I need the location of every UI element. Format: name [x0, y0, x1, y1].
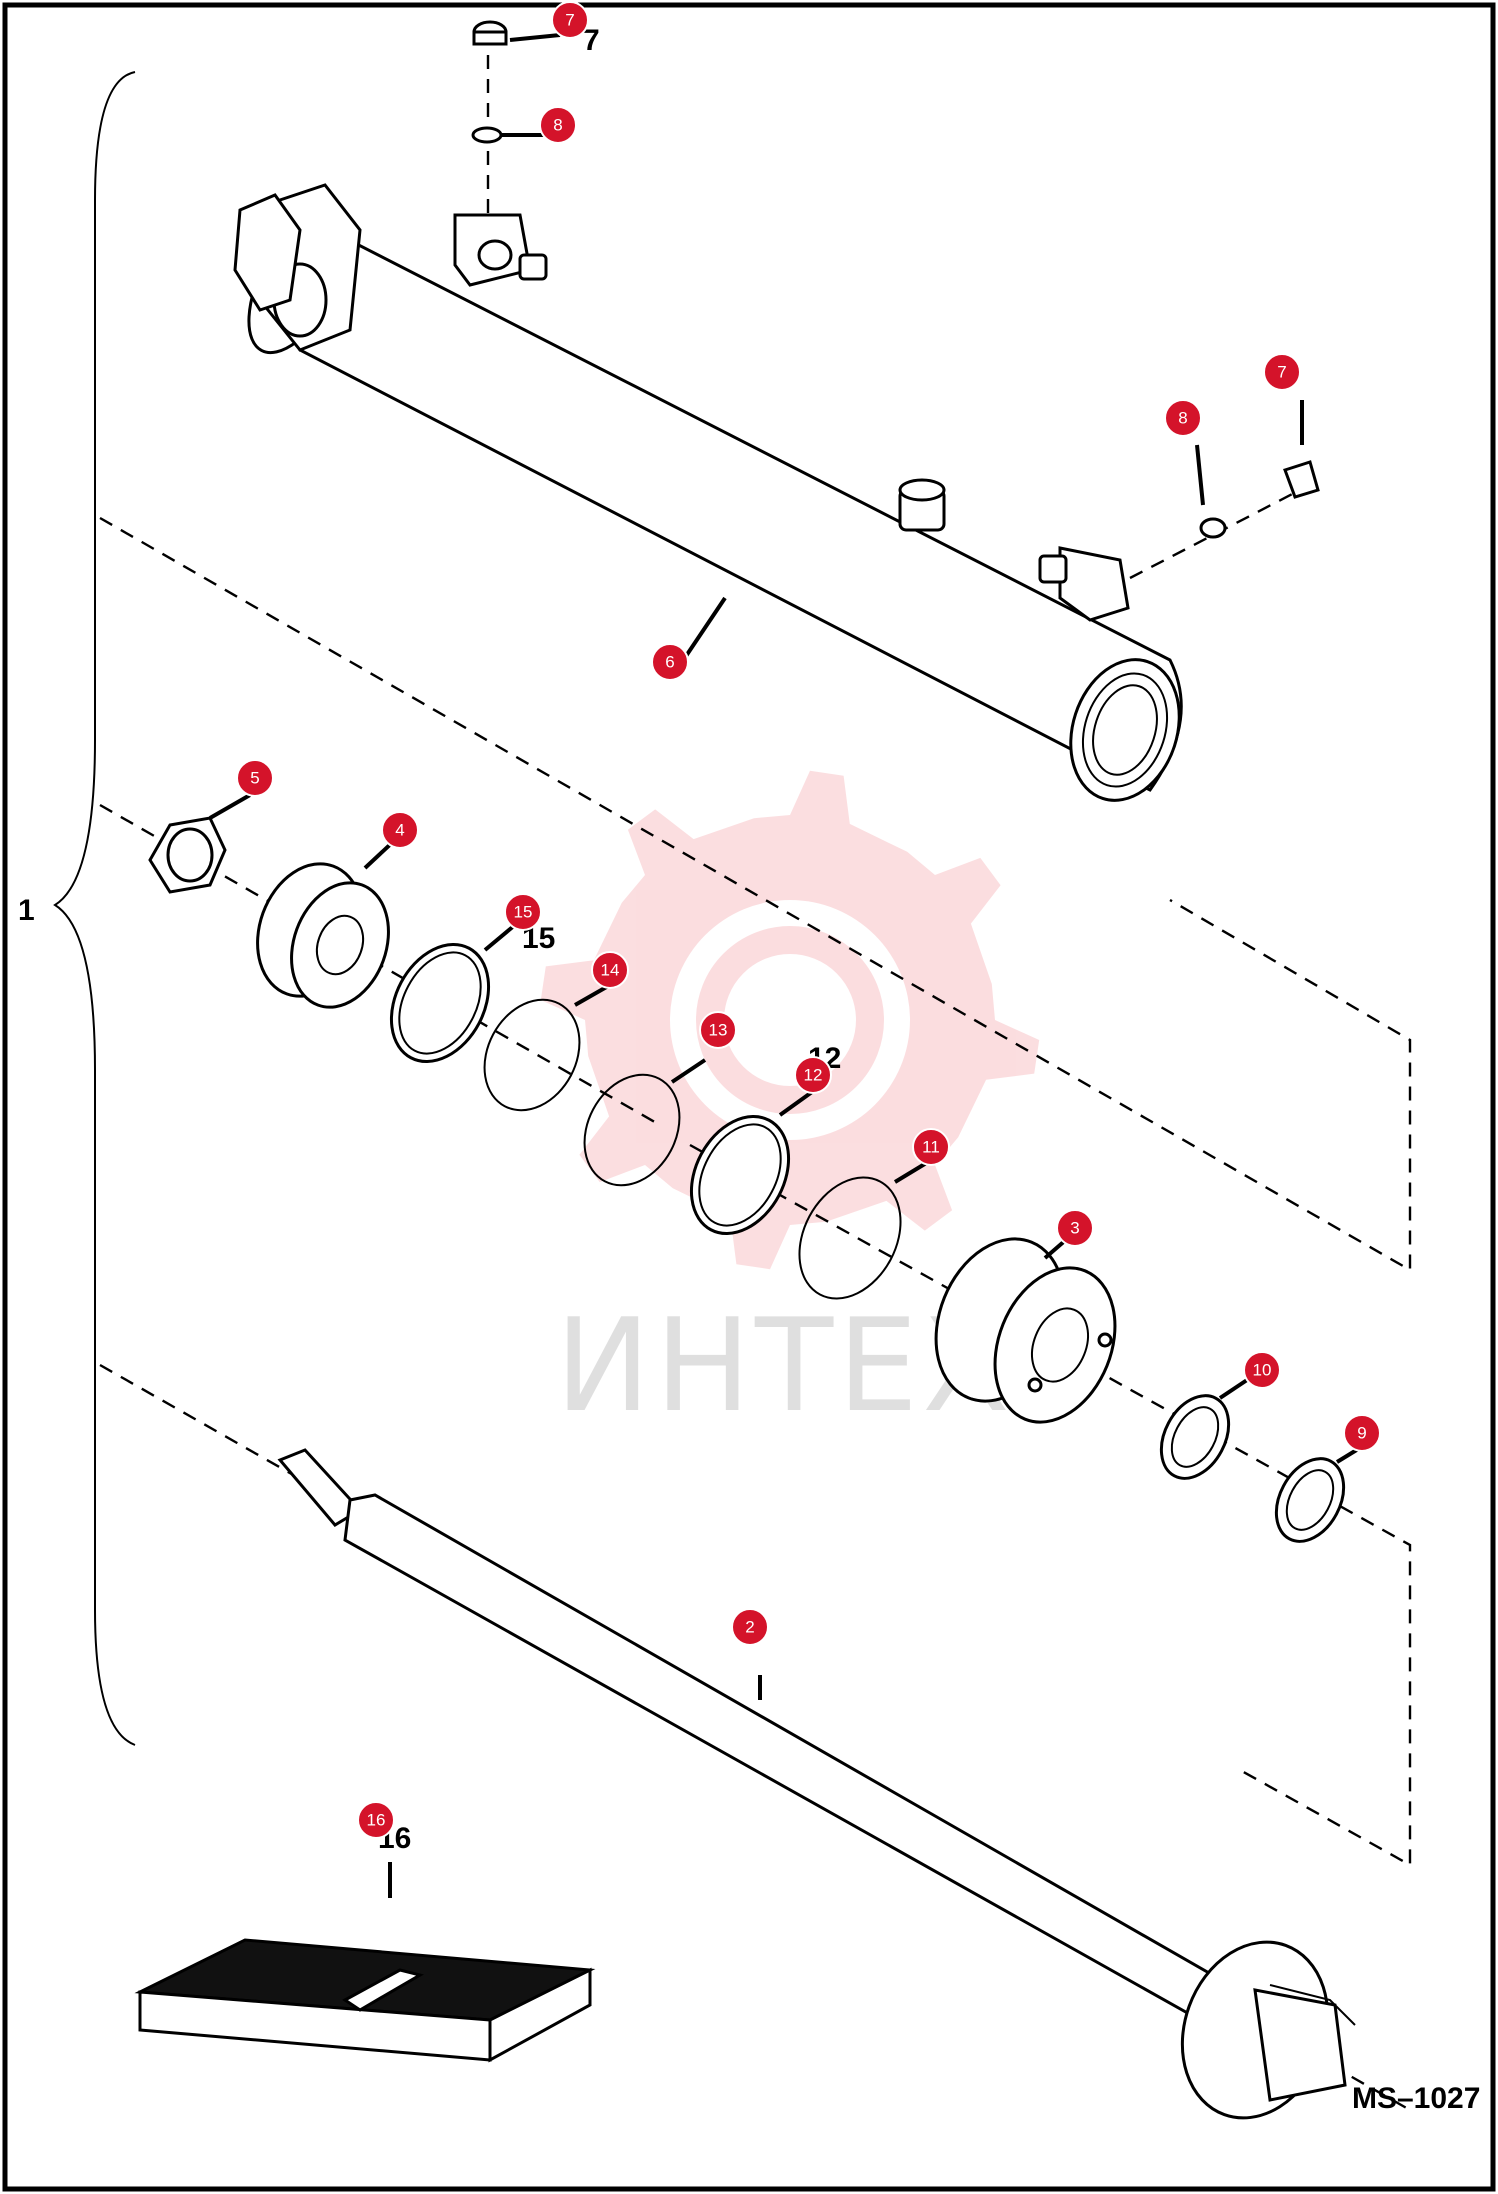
- callout-label: 3: [1070, 1219, 1079, 1238]
- callout-circle[interactable]: [381, 811, 419, 849]
- callout-15-7[interactable]: 15: [504, 893, 542, 931]
- ring-11: [798, 1176, 902, 1300]
- seal-rings: [389, 942, 902, 1300]
- explode-line-upper: [99, 516, 1412, 1273]
- callout-circle[interactable]: [1263, 353, 1301, 391]
- assembly-number: 1: [18, 894, 35, 927]
- cylinder-gland: [934, 1237, 1117, 1424]
- assembly-brace: [53, 71, 136, 1746]
- callout-badges: 7 8 7 8 6 5 4 15 14 13 12 11 3 10 9 2 16: [236, 1, 1381, 1839]
- callout-label: 12: [804, 1066, 823, 1085]
- callout-12-10[interactable]: 12: [794, 1056, 832, 1094]
- ring-9: [1274, 1457, 1346, 1543]
- wiper-rings: [1159, 1394, 1346, 1543]
- callout-label: 13: [709, 1021, 728, 1040]
- part-number-7-top: 7: [583, 24, 600, 57]
- callout-circle[interactable]: [357, 1801, 395, 1839]
- callout-circle[interactable]: [912, 1128, 950, 1166]
- callout-circle[interactable]: [1164, 399, 1202, 437]
- callout-circle[interactable]: [1243, 1351, 1281, 1389]
- callout-6-4[interactable]: 6: [651, 643, 689, 681]
- callout-circle[interactable]: [794, 1056, 832, 1094]
- callout-label: 6: [665, 653, 674, 672]
- callout-5-5[interactable]: 5: [236, 759, 274, 797]
- callout-circle[interactable]: [539, 106, 577, 144]
- callout-11-11[interactable]: 11: [912, 1128, 950, 1166]
- top-port-fitting: [453, 20, 548, 287]
- explode-line-port-side: [1129, 488, 1301, 580]
- ring-14: [483, 998, 581, 1112]
- callout-10-13[interactable]: 10: [1243, 1351, 1281, 1389]
- callout-13-9[interactable]: 13: [699, 1011, 737, 1049]
- piston-rod: [277, 1448, 1356, 2120]
- seal-kit-card: [134, 1938, 596, 2063]
- callout-2-15[interactable]: 2: [731, 1608, 769, 1646]
- callout-label: 11: [922, 1138, 940, 1157]
- drawing-code: MS–1027: [1352, 2082, 1480, 2115]
- callout-circle[interactable]: [591, 951, 629, 989]
- callout-9-14[interactable]: 9: [1343, 1414, 1381, 1452]
- callout-label: 10: [1253, 1361, 1272, 1380]
- callout-label: 5: [250, 769, 259, 788]
- callout-circle[interactable]: [504, 893, 542, 931]
- callout-circle[interactable]: [731, 1608, 769, 1646]
- callout-label: 8: [553, 116, 562, 135]
- callout-circle[interactable]: [236, 759, 274, 797]
- callout-label: 14: [601, 961, 620, 980]
- callout-label: 8: [1178, 409, 1187, 428]
- piston: [256, 862, 390, 1009]
- callout-8-3[interactable]: 8: [1164, 399, 1202, 437]
- callout-7-0[interactable]: 7: [551, 1, 589, 39]
- callout-label: 15: [514, 903, 533, 922]
- callout-label: 9: [1357, 1424, 1366, 1443]
- watermark-gear-hole: [670, 900, 910, 1140]
- callout-circle[interactable]: [1056, 1209, 1094, 1247]
- callout-label: 7: [1277, 363, 1286, 382]
- callout-label: 16: [367, 1811, 386, 1830]
- callout-label: 4: [395, 821, 404, 840]
- callout-circle[interactable]: [651, 643, 689, 681]
- cylinder-barrel: [233, 183, 1183, 802]
- side-port-plug: [1199, 460, 1320, 539]
- callout-4-6[interactable]: 4: [381, 811, 419, 849]
- callout-circle[interactable]: [551, 1, 589, 39]
- piston-nut: [148, 816, 227, 894]
- callout-16-16[interactable]: 16: [357, 1801, 395, 1839]
- callout-3-12[interactable]: 3: [1056, 1209, 1094, 1247]
- callout-label: 7: [565, 11, 574, 30]
- ring-10: [1159, 1394, 1231, 1480]
- callout-label: 2: [745, 1618, 754, 1637]
- watermark-logo: [540, 770, 1040, 1270]
- ring-13: [583, 1073, 681, 1187]
- callout-7-2[interactable]: 7: [1263, 353, 1301, 391]
- callout-8-1[interactable]: 8: [539, 106, 577, 144]
- callout-14-8[interactable]: 14: [591, 951, 629, 989]
- watermark-text: ИНТЕХ: [555, 1292, 1014, 1441]
- callout-circle[interactable]: [699, 1011, 737, 1049]
- callout-circle[interactable]: [1343, 1414, 1381, 1452]
